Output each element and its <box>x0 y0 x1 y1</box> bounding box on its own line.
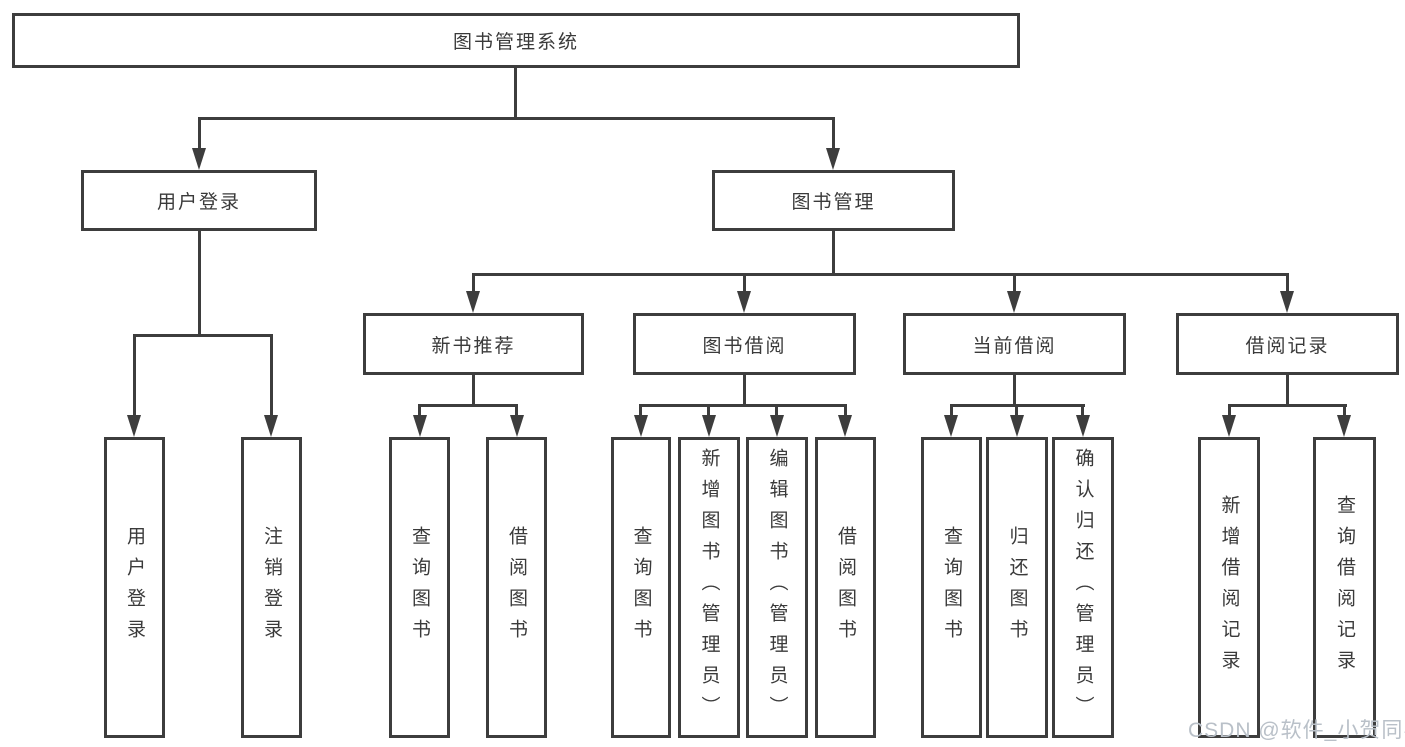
connector-stub-login-leaf <box>133 334 136 419</box>
arrow-to-leaf <box>1010 415 1024 437</box>
connector-stub <box>1228 404 1231 419</box>
connector-userlogin-drop <box>198 231 201 336</box>
connector-userlogin-branch <box>133 334 273 337</box>
leaf-return-book: 归还图书 <box>986 437 1048 738</box>
connector-stub-logout-leaf <box>270 334 273 419</box>
arrow-to-book-mgmt <box>826 148 840 170</box>
arrow-to-leaf <box>634 415 648 437</box>
leaf-add-borrow-record: 新增借阅记录 <box>1198 437 1260 738</box>
leaf-query-books-borrowing: 查询图书 <box>611 437 671 738</box>
leaf-edit-book-admin: 编辑图书（管理员） <box>746 437 808 738</box>
arrow-to-leaf <box>702 415 716 437</box>
arrow-to-leaf <box>944 415 958 437</box>
leaf-borrow-books-borrowing: 借阅图书 <box>815 437 876 738</box>
node-new-book-recommend: 新书推荐 <box>363 313 584 375</box>
arrow-to-leaf <box>1337 415 1351 437</box>
connector-root-branch <box>198 117 835 120</box>
connector-stub-current-borrow <box>1013 273 1016 295</box>
leaf-confirm-return-admin: 确认归还（管理员） <box>1052 437 1114 738</box>
connector-stub <box>775 404 778 419</box>
connector-stub <box>844 404 847 419</box>
arrow-to-new-books <box>466 291 480 313</box>
arrow-to-leaf <box>838 415 852 437</box>
arrow-to-user-login <box>192 148 206 170</box>
node-borrow-records: 借阅记录 <box>1176 313 1399 375</box>
node-current-borrowing: 当前借阅 <box>903 313 1126 375</box>
leaf-borrow-books-recommend: 借阅图书 <box>486 437 547 738</box>
node-user-login: 用户登录 <box>81 170 317 231</box>
leaf-logout: 注销登录 <box>241 437 302 738</box>
connector-stub <box>1081 404 1084 419</box>
connector-records-drop <box>1286 375 1289 406</box>
arrow-to-leaf <box>413 415 427 437</box>
connector-stub <box>1015 404 1018 419</box>
arrow-to-leaf <box>770 415 784 437</box>
leaf-query-books-recommend: 查询图书 <box>389 437 450 738</box>
connector-stub-book-mgmt <box>832 117 835 153</box>
connector-stub-user-login <box>198 117 201 153</box>
connector-stub-borrow-records <box>1286 273 1289 295</box>
connector-stub <box>1343 404 1346 419</box>
connector-stub <box>950 404 953 419</box>
arrow-to-book-borrow <box>737 291 751 313</box>
arrow-to-leaf <box>510 415 524 437</box>
leaf-query-books-current: 查询图书 <box>921 437 982 738</box>
arrow-to-login-leaf <box>127 415 141 437</box>
node-book-borrowing: 图书借阅 <box>633 313 856 375</box>
connector-newbooks-drop <box>472 375 475 406</box>
connector-stub-new-books <box>472 273 475 295</box>
connector-stub <box>418 404 421 419</box>
connector-currentborrow-drop <box>1013 375 1016 406</box>
leaf-user-login: 用户登录 <box>104 437 165 738</box>
connector-bookborrow-branch <box>639 404 847 407</box>
connector-bookborrow-drop <box>743 375 746 406</box>
leaf-add-book-admin: 新增图书（管理员） <box>678 437 740 738</box>
connector-stub-book-borrow <box>743 273 746 295</box>
connector-newbooks-branch <box>418 404 518 407</box>
leaf-query-borrow-record: 查询借阅记录 <box>1313 437 1376 738</box>
arrow-to-logout-leaf <box>264 415 278 437</box>
connector-stub <box>639 404 642 419</box>
connector-bookmgmt-drop <box>832 231 835 276</box>
csdn-watermark: CSDN @软件_小贺同学 <box>1188 719 1405 742</box>
arrow-to-leaf <box>1076 415 1090 437</box>
arrow-to-current-borrow <box>1007 291 1021 313</box>
connector-stub <box>515 404 518 419</box>
connector-bookmgmt-branch <box>472 273 1289 276</box>
connector-records-branch <box>1228 404 1347 407</box>
connector-root-drop <box>514 68 517 118</box>
arrow-to-borrow-records <box>1280 291 1294 313</box>
node-book-management: 图书管理 <box>712 170 955 231</box>
node-library-management-system: 图书管理系统 <box>12 13 1020 68</box>
connector-stub <box>707 404 710 419</box>
arrow-to-leaf <box>1222 415 1236 437</box>
